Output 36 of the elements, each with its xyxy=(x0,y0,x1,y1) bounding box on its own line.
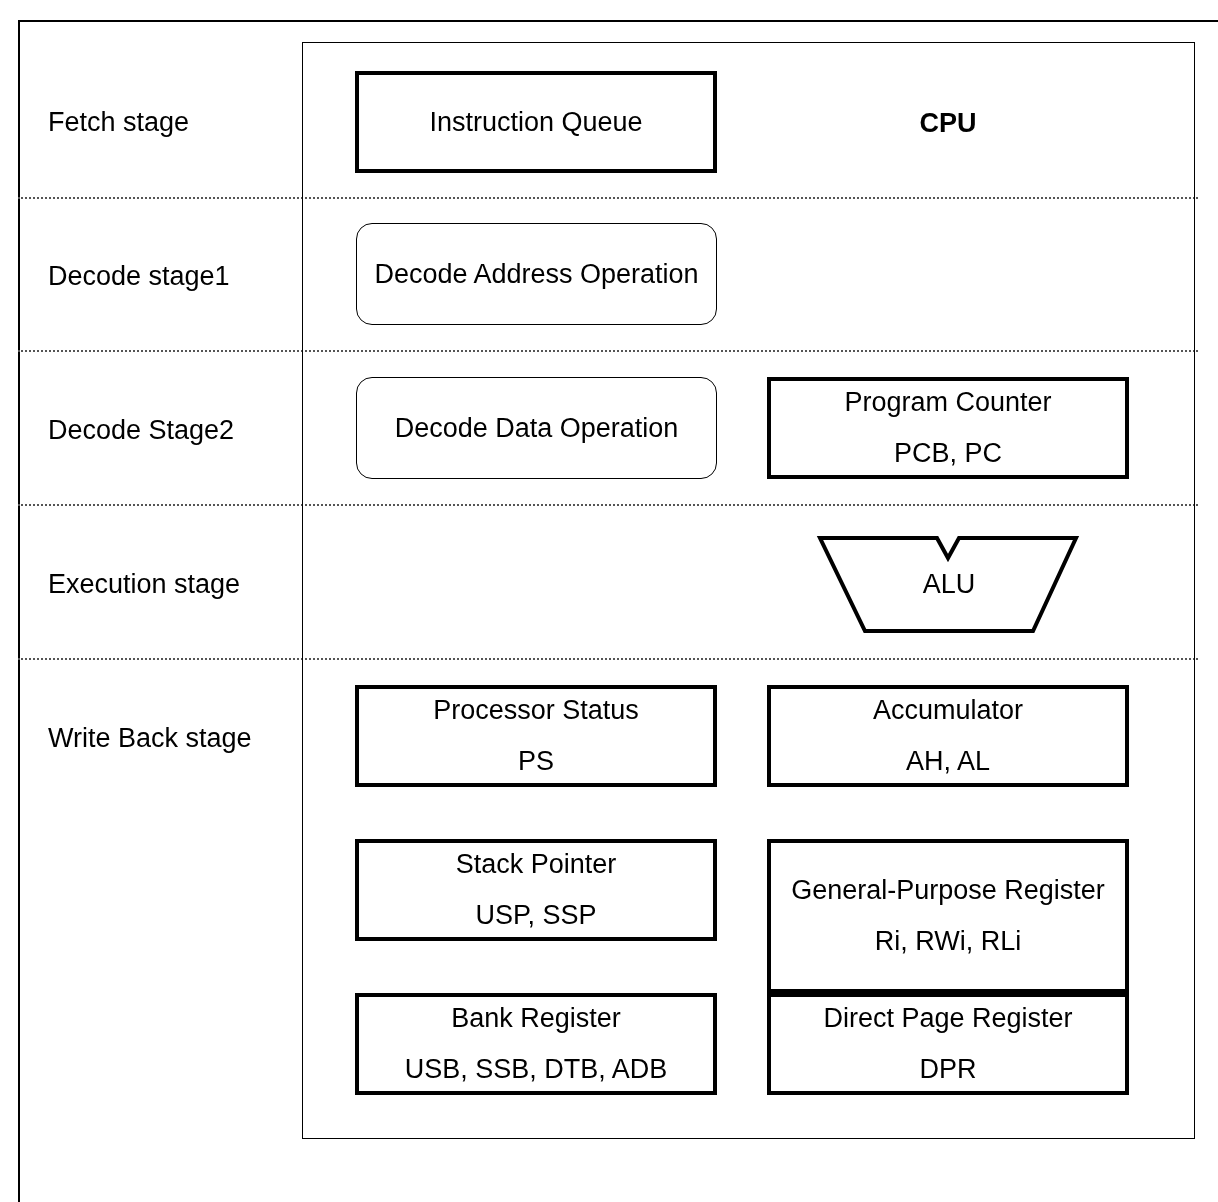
register-box xyxy=(767,685,1129,787)
box-text: DPR xyxy=(919,1053,977,1086)
decode-box xyxy=(356,377,717,479)
register-box xyxy=(355,71,717,173)
box-text: Processor Status xyxy=(433,694,639,727)
box-text: Direct Page Register xyxy=(823,1002,1073,1035)
box-text: USP, SSP xyxy=(475,899,597,932)
box-text: AH, AL xyxy=(905,745,990,778)
panel-title: CPU xyxy=(918,108,978,138)
box-text: Bank Register xyxy=(451,1002,621,1035)
box-text: USB, SSB, DTB, ADB xyxy=(404,1053,668,1086)
box-text: PS xyxy=(518,745,554,778)
box-text: Decode Address Operation xyxy=(374,257,699,291)
register-box xyxy=(355,839,717,941)
box-text: Ri, RWi, RLi xyxy=(874,925,1022,958)
stage-label: Execution stage xyxy=(48,569,241,599)
cpu-panel xyxy=(302,42,1195,1139)
box-text: ALU xyxy=(922,568,976,601)
register-box xyxy=(355,993,717,1095)
stage-label: Fetch stage xyxy=(48,107,190,137)
box-text: General-Purpose Register xyxy=(791,874,1105,907)
register-box xyxy=(767,839,1129,993)
register-box xyxy=(767,993,1129,1095)
box-text: Decode Data Operation xyxy=(394,411,679,445)
stage-label: Write Back stage xyxy=(48,723,252,753)
stage-label: Decode Stage2 xyxy=(48,415,235,445)
stage-label: Decode stage1 xyxy=(48,261,230,291)
register-box xyxy=(767,377,1129,479)
box-text: Stack Pointer xyxy=(455,848,617,881)
box-text: PCB, PC xyxy=(894,437,1002,470)
box-text: Accumulator xyxy=(872,694,1024,727)
alu-trapezoid xyxy=(818,536,1080,633)
box-text: Program Counter xyxy=(844,386,1052,419)
register-box xyxy=(355,685,717,787)
box-text: Instruction Queue xyxy=(429,105,643,139)
decode-box xyxy=(356,223,717,325)
